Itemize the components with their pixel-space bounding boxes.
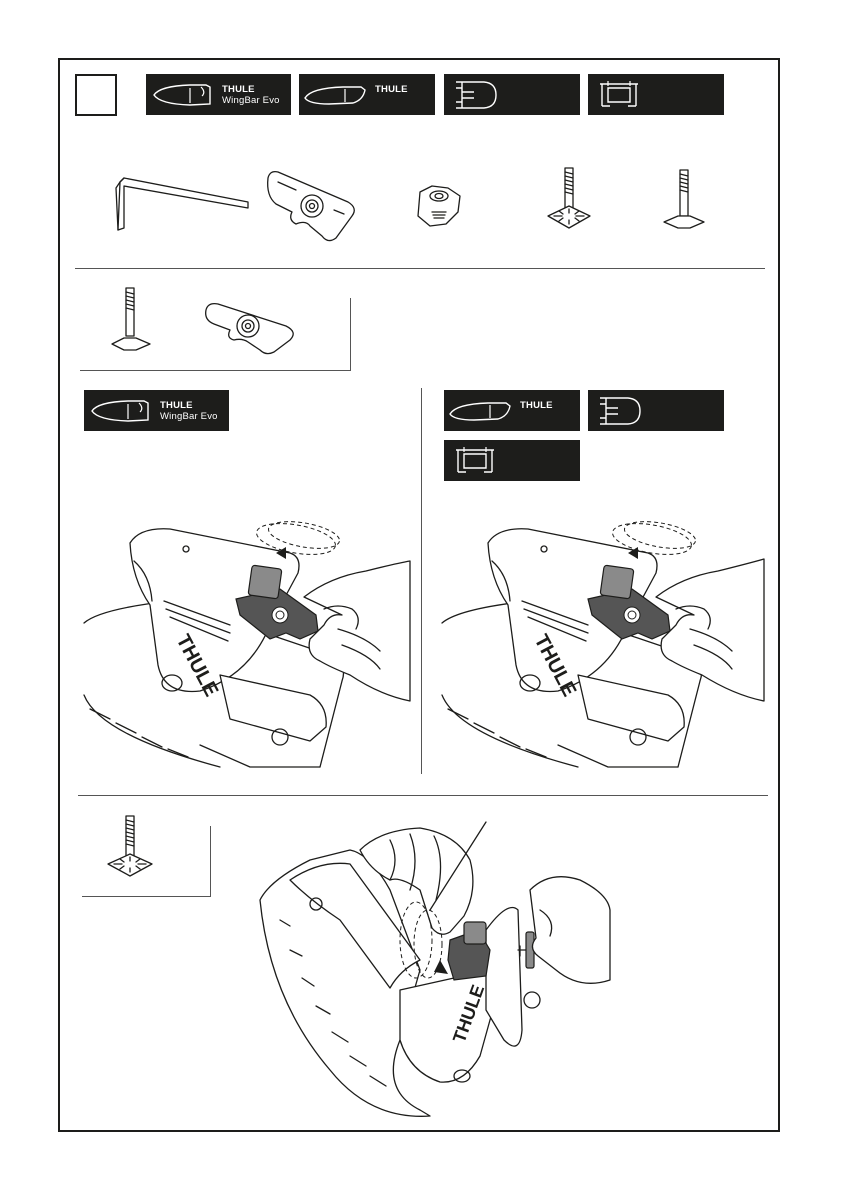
- badge-square-profile: [588, 74, 724, 115]
- t-bolt-with-washer-icon: [100, 812, 170, 882]
- wingbar-profile-icon: [299, 74, 379, 115]
- badge-brand: THULE: [520, 400, 553, 411]
- divider: [78, 795, 768, 796]
- badge-brand: THULE: [160, 400, 193, 411]
- badge-rail-profile: [444, 74, 580, 115]
- square-profile-icon: [444, 440, 524, 481]
- wingbar-evo-profile-icon: [84, 390, 164, 431]
- adapter-plate-icon: [268, 172, 355, 241]
- badge-wingbar: THULE: [444, 390, 580, 431]
- illustration-wingbar-evo-adapter: THULE: [80, 505, 420, 775]
- step-number-box: [75, 74, 117, 116]
- illustration-wingbar-adapter: THULE: [438, 505, 772, 775]
- rail-profile-icon: [588, 390, 668, 431]
- subparts-row: [100, 280, 340, 360]
- t-bolt-with-washer-icon: [548, 168, 590, 228]
- badge-brand: THULE: [375, 84, 408, 95]
- badge-model: WingBar Evo: [222, 95, 280, 106]
- knob-icon: [418, 186, 460, 226]
- badge-wingbar: THULE: [299, 74, 435, 115]
- badge-model: WingBar Evo: [160, 411, 218, 422]
- badge-square-profile: [444, 440, 580, 481]
- t-bolt-icon: [112, 288, 150, 350]
- badge-rail-profile: [588, 390, 724, 431]
- divider: [75, 268, 765, 269]
- square-profile-icon: [588, 74, 668, 115]
- adapter-plate-icon: [206, 304, 294, 354]
- wingbar-profile-icon: [444, 390, 524, 431]
- allen-key-icon: [116, 178, 248, 230]
- parts-row: [100, 160, 740, 250]
- wingbar-evo-profile-icon: [146, 74, 226, 115]
- badge-brand: THULE: [222, 84, 255, 95]
- t-bolt-icon: [664, 170, 704, 228]
- column-divider: [421, 388, 422, 774]
- rail-profile-icon: [444, 74, 524, 115]
- illustration-bolt-insertion: THULE: [250, 820, 620, 1120]
